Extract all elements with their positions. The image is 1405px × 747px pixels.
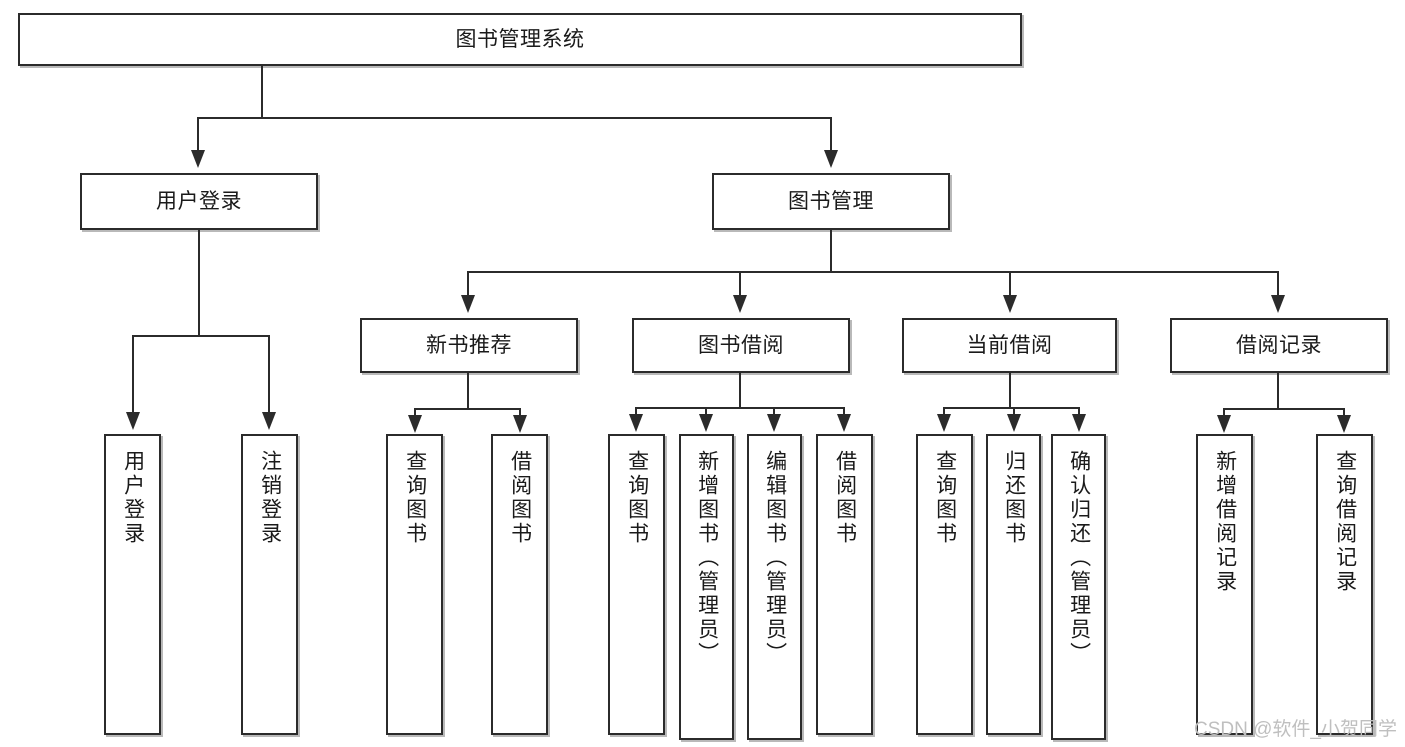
- connector-root-bus: [198, 117, 832, 119]
- leaf-borrow-book-borrowing[interactable]: 借阅图书: [816, 434, 873, 735]
- connector-current-borrow-bus: [944, 407, 1079, 409]
- arrowhead-book-borrow: [733, 295, 747, 313]
- connector-user-login-bus: [133, 335, 269, 337]
- leaf-query-book-current[interactable]: 查询图书: [916, 434, 973, 735]
- connector-to-leaf-query-book-2: [635, 407, 637, 419]
- connector-new-book-rec-bus: [415, 408, 520, 410]
- arrowhead-leaf-confirm-return: [1072, 414, 1086, 432]
- node-user-login[interactable]: 用户登录: [80, 173, 318, 230]
- connector-new-book-rec-stem: [467, 373, 469, 409]
- node-new-book-recommendation[interactable]: 新书推荐: [360, 318, 578, 373]
- connector-to-leaf-borrow-book-1: [519, 408, 521, 420]
- connector-borrow-record-bus: [1224, 408, 1344, 410]
- arrowhead-user-login: [191, 150, 205, 168]
- connector-to-leaf-user-login: [132, 335, 134, 415]
- connector-to-leaf-edit-book: [773, 407, 775, 419]
- connector-book-borrow-bus: [636, 407, 844, 409]
- arrowhead-leaf-edit-book: [767, 414, 781, 432]
- arrowhead-leaf-query-record: [1337, 415, 1351, 433]
- leaf-edit-book-admin[interactable]: 编辑图书（管理员）: [747, 434, 802, 740]
- connector-current-borrow-stem: [1009, 373, 1011, 408]
- connector-to-leaf-add-book: [705, 407, 707, 419]
- arrowhead-leaf-add-record: [1217, 415, 1231, 433]
- arrowhead-current-borrow: [1003, 295, 1017, 313]
- connector-root-stem: [261, 66, 263, 118]
- connector-to-book-borrow: [739, 271, 741, 297]
- leaf-return-book[interactable]: 归还图书: [986, 434, 1041, 735]
- connector-to-leaf-add-record: [1223, 408, 1225, 420]
- connector-to-leaf-return-book: [1013, 407, 1015, 419]
- connector-to-leaf-query-book-1: [414, 408, 416, 420]
- leaf-add-book-admin[interactable]: 新增图书（管理员）: [679, 434, 734, 740]
- connector-to-leaf-user-logout: [268, 335, 270, 415]
- connector-to-leaf-query-book-3: [943, 407, 945, 419]
- connector-to-borrow-record: [1277, 271, 1279, 297]
- arrowhead-leaf-borrow-book-1: [513, 415, 527, 433]
- node-current-borrowing[interactable]: 当前借阅: [902, 318, 1117, 373]
- connector-to-leaf-confirm-return: [1078, 407, 1080, 419]
- arrowhead-leaf-user-login: [126, 412, 140, 430]
- connector-root-to-book-manage: [830, 117, 832, 153]
- connector-root-to-user-login: [197, 117, 199, 153]
- leaf-query-borrow-record[interactable]: 查询借阅记录: [1316, 434, 1373, 735]
- csdn-watermark: CSDN @软件_小贺同学: [1194, 719, 1397, 740]
- arrowhead-leaf-add-book: [699, 414, 713, 432]
- connector-to-leaf-query-record: [1343, 408, 1345, 420]
- arrowhead-leaf-user-logout: [262, 412, 276, 430]
- arrowhead-borrow-record: [1271, 295, 1285, 313]
- arrowhead-leaf-return-book: [1007, 414, 1021, 432]
- arrowhead-leaf-query-book-2: [629, 414, 643, 432]
- leaf-user-logout[interactable]: 注销登录: [241, 434, 298, 735]
- connector-to-current-borrow: [1009, 271, 1011, 297]
- node-borrowing-record[interactable]: 借阅记录: [1170, 318, 1388, 373]
- arrowhead-leaf-borrow-book-2: [837, 414, 851, 432]
- leaf-add-borrow-record[interactable]: 新增借阅记录: [1196, 434, 1253, 735]
- leaf-borrow-book-new-rec[interactable]: 借阅图书: [491, 434, 548, 735]
- connector-book-manage-stem: [830, 230, 832, 272]
- connector-book-borrow-stem: [739, 373, 741, 408]
- node-book-management[interactable]: 图书管理: [712, 173, 950, 230]
- arrowhead-leaf-query-book-3: [937, 414, 951, 432]
- leaf-confirm-return-admin[interactable]: 确认归还（管理员）: [1051, 434, 1106, 740]
- node-book-borrowing[interactable]: 图书借阅: [632, 318, 850, 373]
- leaf-query-book-borrowing[interactable]: 查询图书: [608, 434, 665, 735]
- node-root-book-management-system[interactable]: 图书管理系统: [18, 13, 1022, 66]
- arrowhead-new-book-rec: [461, 295, 475, 313]
- leaf-user-login[interactable]: 用户登录: [104, 434, 161, 735]
- connector-book-manage-bus: [468, 271, 1278, 273]
- leaf-query-book-new-rec[interactable]: 查询图书: [386, 434, 443, 735]
- arrowhead-leaf-query-book-1: [408, 415, 422, 433]
- connector-borrow-record-stem: [1277, 373, 1279, 409]
- connector-to-new-book-rec: [467, 271, 469, 297]
- connector-to-leaf-borrow-book-2: [843, 407, 845, 419]
- arrowhead-book-manage: [824, 150, 838, 168]
- connector-user-login-stem: [198, 230, 200, 336]
